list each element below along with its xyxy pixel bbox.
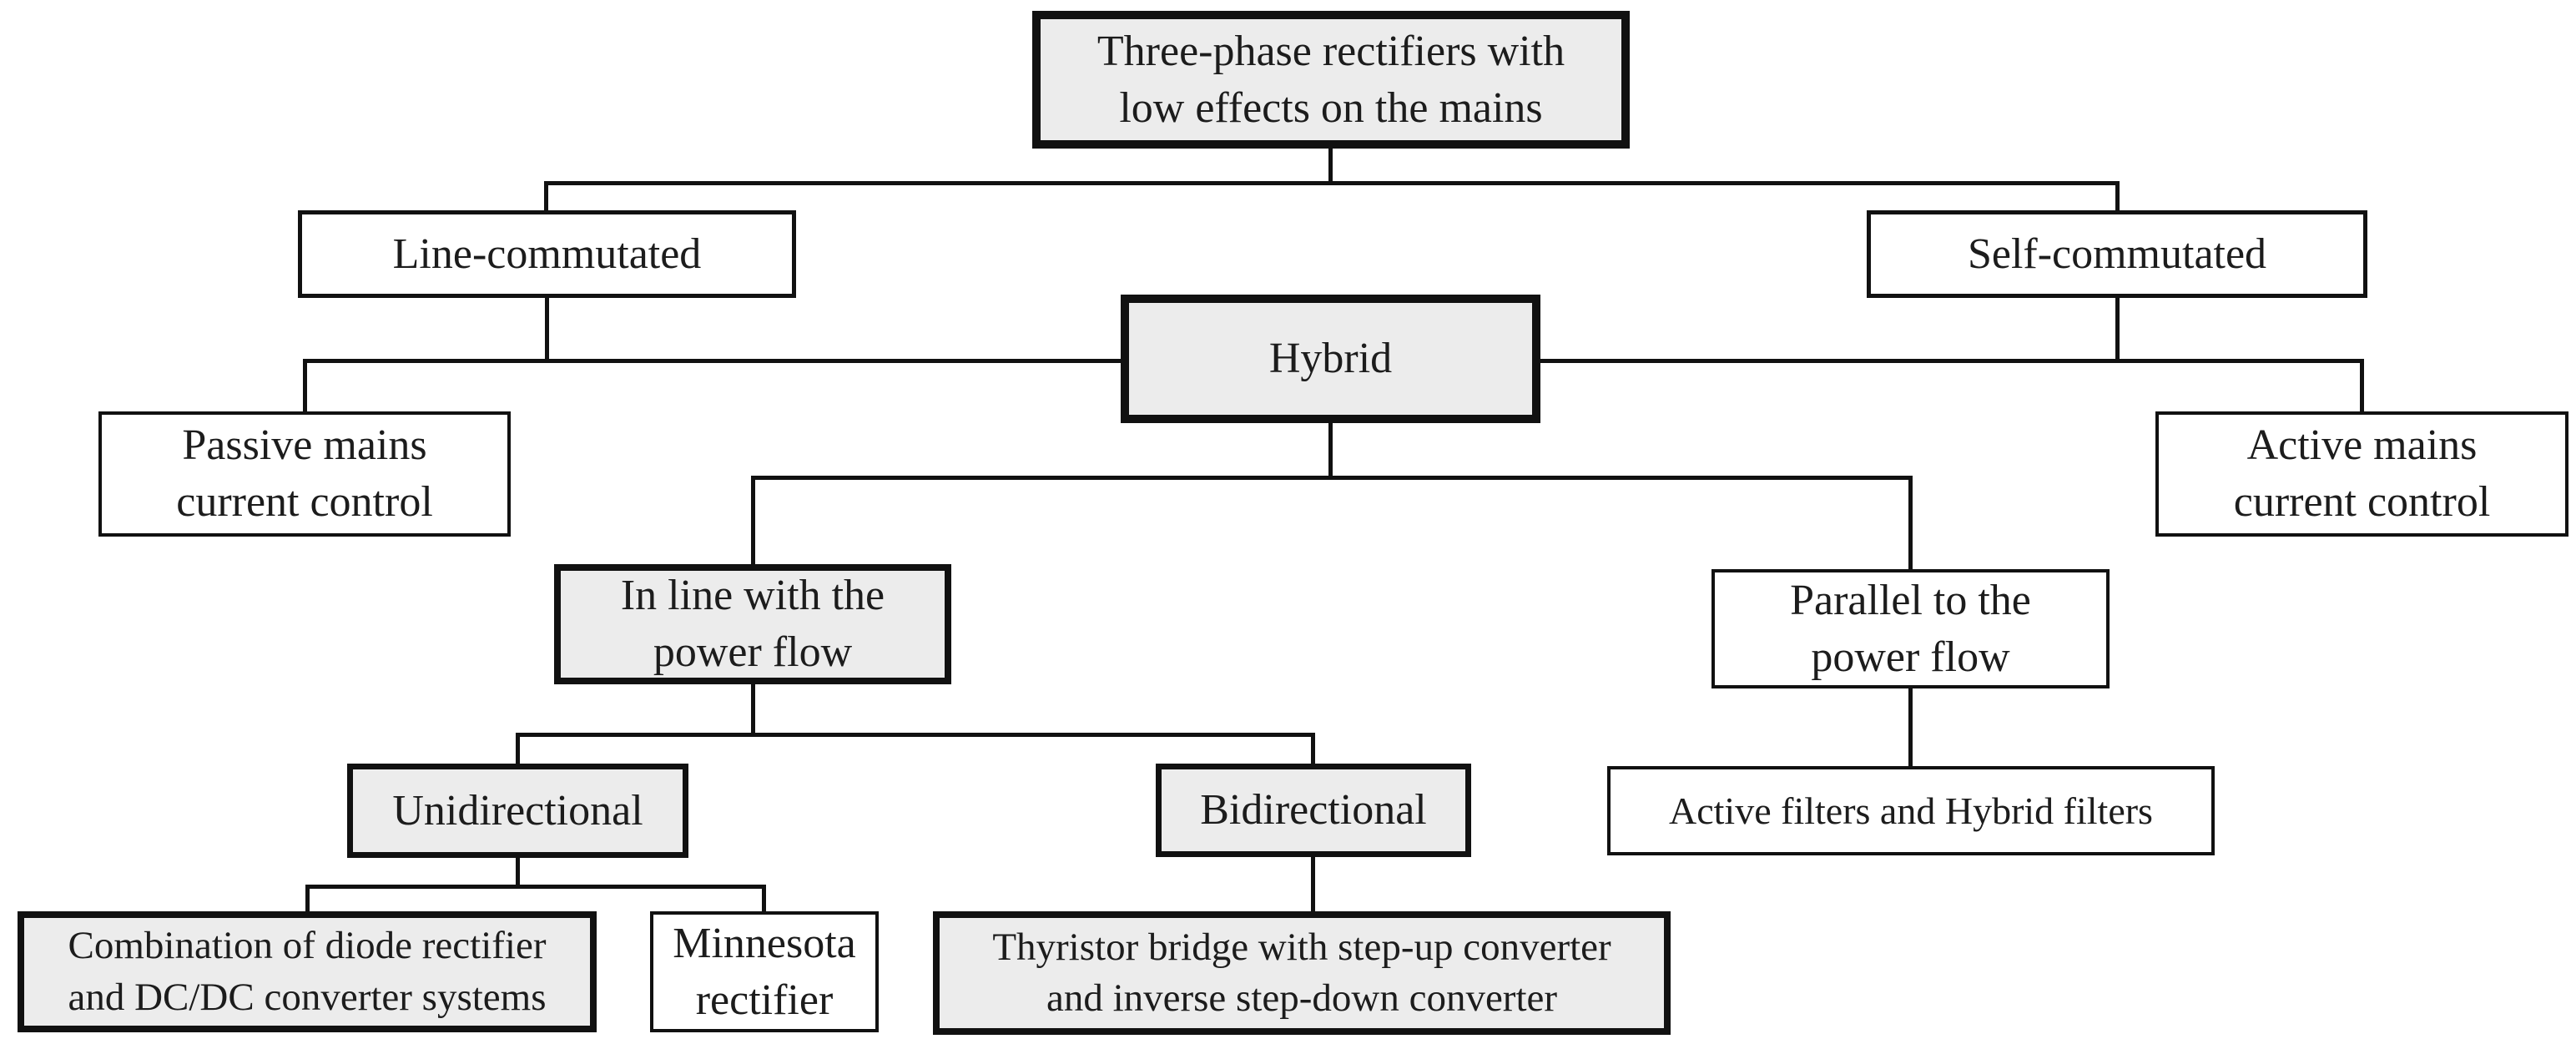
node-unidirectional: Unidirectional — [347, 764, 688, 858]
connector-hybrid-children-horizontal — [751, 476, 1913, 480]
node-combination-line2: and DC/DC converter systems — [68, 975, 547, 1019]
connector-drop-line-commutated — [544, 181, 548, 210]
node-in-line-line1: In line with the — [620, 572, 885, 620]
node-self-commutated: Self-commutated — [1867, 210, 2367, 298]
connector-drop-combination — [305, 885, 310, 911]
connector-inline-stub — [751, 684, 755, 737]
node-active-filters-and-hybrid-filters: Active filters and Hybrid filters — [1607, 766, 2215, 855]
node-line-commutated-label: Line-commutated — [392, 229, 702, 278]
node-three-phase-rectifiers-line2: low effects on the mains — [1119, 83, 1543, 132]
node-minnesota-rectifier: Minnesota rectifier — [650, 911, 879, 1032]
node-minnesota-line2: rectifier — [695, 976, 834, 1024]
connector-uni-children-horizontal — [305, 885, 766, 889]
node-combination-diode-rectifier-dcdc: Combination of diode rectifier and DC/DC… — [18, 911, 597, 1032]
node-passive-mains-current-control: Passive mains current control — [98, 411, 511, 537]
connector-drop-active-mains — [2360, 359, 2364, 411]
node-combination-line1: Combination of diode rectifier — [68, 924, 547, 968]
node-passive-mains-line2: current control — [176, 478, 433, 526]
node-active-mains-line2: current control — [2233, 478, 2491, 526]
connector-hybrid-stub — [1328, 423, 1333, 480]
node-active-mains-line1: Active mains — [2246, 421, 2478, 470]
node-line-commutated: Line-commutated — [298, 210, 796, 298]
connector-bidi-to-thyristor — [1311, 857, 1315, 911]
connector-uni-stub — [516, 858, 520, 889]
node-in-line-with-power-flow: In line with the power flow — [554, 564, 951, 684]
connector-drop-passive-mains — [303, 359, 307, 411]
connector-drop-self-commutated — [2115, 181, 2120, 210]
connector-linecomm-stub — [545, 298, 549, 363]
node-three-phase-rectifiers: Three-phase rectifiers with low effects … — [1032, 11, 1630, 149]
node-thyristor-line2: and inverse step-down converter — [1046, 976, 1558, 1020]
node-parallel-to-power-flow: Parallel to the power flow — [1711, 569, 2110, 688]
node-bidirectional-label: Bidirectional — [1200, 786, 1427, 835]
connector-root-stub — [1328, 149, 1333, 185]
node-passive-mains-line1: Passive mains — [182, 421, 427, 470]
node-hybrid-label: Hybrid — [1268, 335, 1393, 383]
connector-drop-minnesota — [762, 885, 766, 911]
node-parallel-line1: Parallel to the — [1790, 576, 2031, 624]
node-bidirectional: Bidirectional — [1156, 764, 1471, 857]
node-three-phase-rectifiers-line1: Three-phase rectifiers with — [1096, 27, 1565, 75]
node-active-mains-current-control: Active mains current control — [2155, 411, 2568, 537]
node-minnesota-line1: Minnesota — [673, 919, 856, 967]
connector-hybrid-left-horizontal — [303, 359, 1121, 363]
connector-drop-in-line — [751, 476, 755, 564]
node-hybrid: Hybrid — [1121, 295, 1540, 423]
connector-drop-parallel — [1908, 476, 1913, 569]
connector-drop-unidirectional — [516, 733, 520, 764]
node-unidirectional-label: Unidirectional — [392, 786, 643, 835]
node-thyristor-line1: Thyristor bridge with step-up converter — [992, 925, 1611, 969]
connector-inline-children-horizontal — [516, 733, 1315, 737]
node-parallel-line2: power flow — [1811, 633, 2010, 681]
connector-hybrid-right-horizontal — [1540, 359, 2364, 363]
node-active-filters-label: Active filters and Hybrid filters — [1669, 789, 2153, 832]
connector-level1-horizontal — [544, 181, 2120, 185]
node-in-line-line2: power flow — [653, 628, 853, 676]
node-self-commutated-label: Self-commutated — [1967, 229, 2267, 278]
connector-parallel-to-active-filters — [1908, 688, 1913, 766]
connector-drop-bidirectional — [1311, 733, 1315, 764]
node-thyristor-bridge-step-up-step-down: Thyristor bridge with step-up converter … — [933, 911, 1671, 1035]
connector-selfcomm-stub — [2115, 298, 2120, 363]
